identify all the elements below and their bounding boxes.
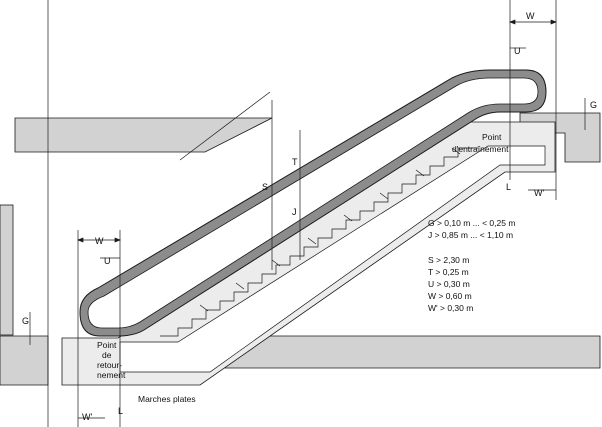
drive-point-line2: d'entraînement — [452, 144, 509, 154]
return-point-line2: de — [102, 350, 112, 360]
spec-U: U > 0,30 m — [428, 279, 470, 289]
steps — [160, 147, 478, 337]
return-point-line1: Point — [97, 340, 117, 350]
label-J: J — [292, 207, 297, 217]
flat-steps-label: Marches plates — [138, 394, 196, 404]
floor-slabs — [0, 112, 601, 386]
spec-G: G > 0,10 m ... < 0,25 m — [428, 218, 515, 228]
spec-J: J > 0,85 m ... < 1,10 m — [428, 230, 513, 240]
label-G-right: G — [590, 100, 597, 110]
upper-floor-left — [14, 117, 273, 153]
dimension-lines — [29, 19, 586, 419]
handrail-inner — [87, 77, 539, 329]
label-Wprime-right: W' — [534, 188, 544, 198]
truss-inner — [119, 145, 546, 373]
spec-W: W > 0,60 m — [428, 291, 472, 301]
spec-T: T > 0,25 m — [428, 267, 469, 277]
return-point-line4: nement — [97, 370, 126, 380]
label-Wprime-left: W' — [82, 412, 92, 422]
lower-floor — [0, 335, 49, 386]
return-point-line3: retour- — [97, 360, 122, 370]
left-wall — [0, 204, 14, 336]
reference-lines — [47, 0, 557, 427]
label-U-top: U — [514, 46, 521, 56]
drive-point-line1: Point — [482, 132, 502, 142]
label-S: S — [262, 182, 268, 192]
spec-S: S > 2,30 m — [428, 255, 469, 265]
label-U-left: U — [104, 256, 111, 266]
label-W-left: W — [95, 236, 104, 246]
spec-Wprime: W' > 0,30 m — [428, 303, 473, 313]
label-G-left: G — [22, 316, 29, 326]
label-L-left: L — [118, 406, 123, 416]
label-L-right: L — [506, 182, 511, 192]
label-W-top: W — [526, 11, 535, 21]
label-T: T — [292, 157, 298, 167]
